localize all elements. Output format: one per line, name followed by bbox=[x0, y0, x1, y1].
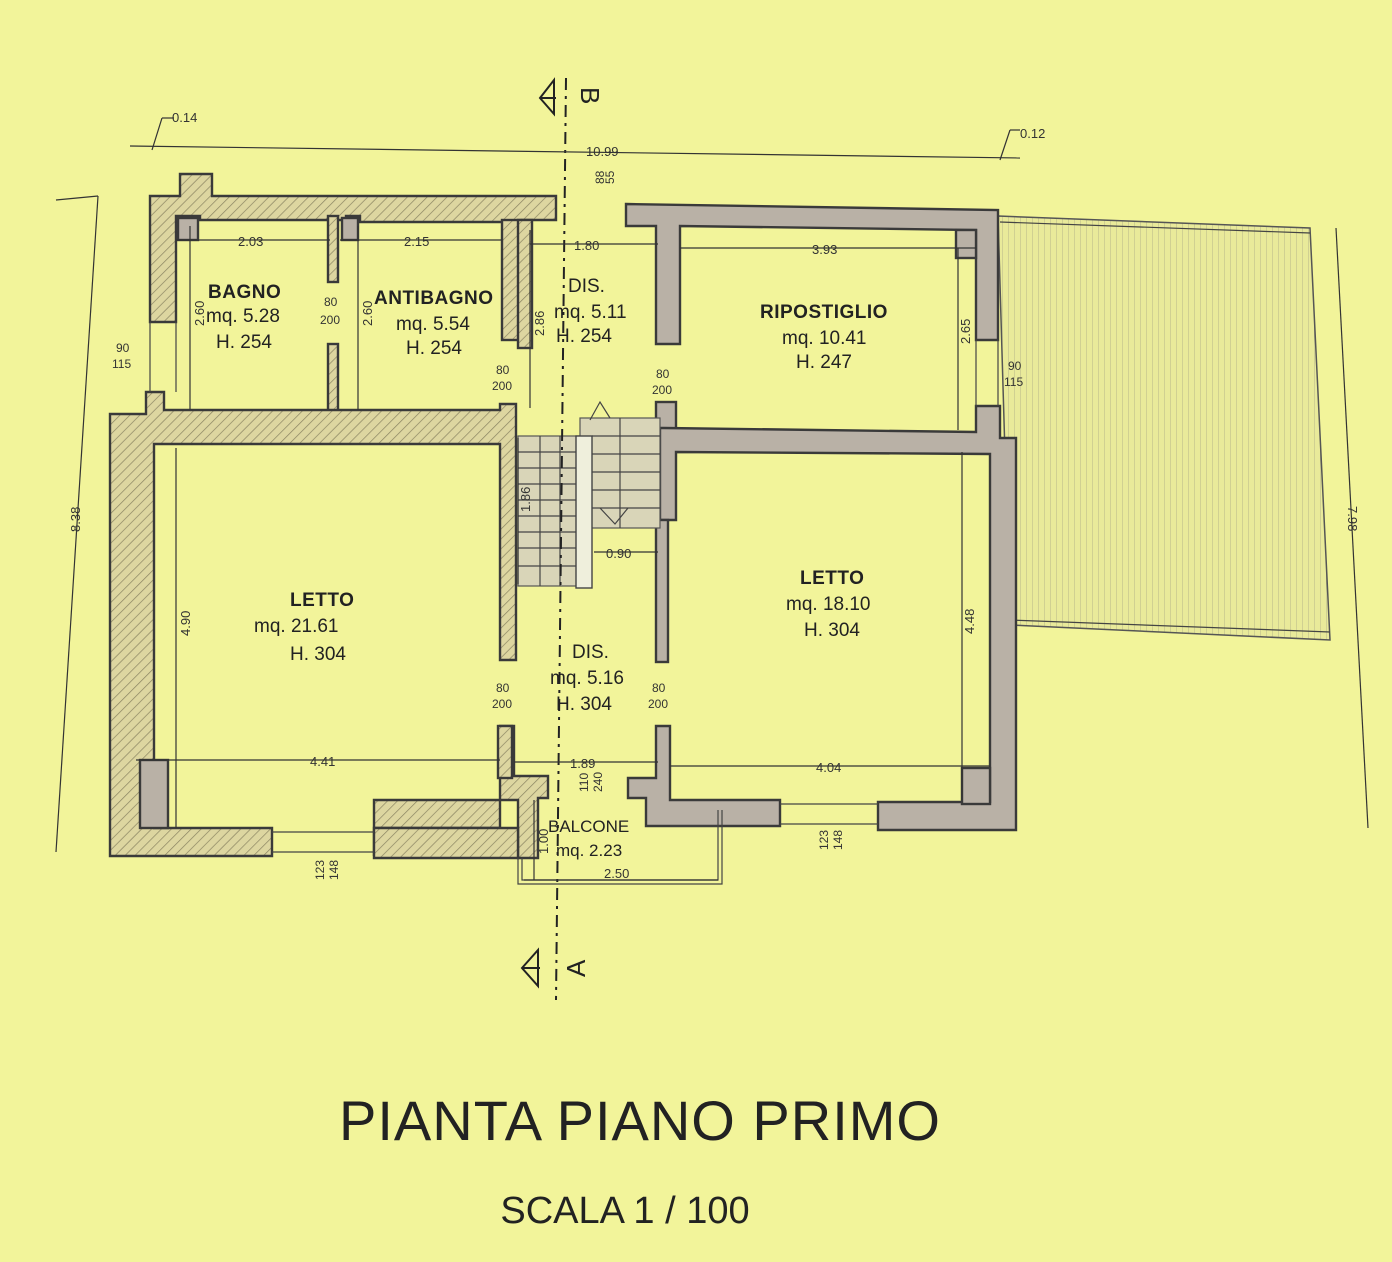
svg-text:123: 123 bbox=[313, 860, 327, 880]
dim-dis-top-h: 2.86 bbox=[532, 311, 547, 336]
room-height: H. 254 bbox=[216, 332, 272, 353]
svg-text:115: 115 bbox=[1004, 375, 1023, 389]
dim-top-n2: 55 bbox=[603, 170, 617, 184]
room-area: mq. 2.23 bbox=[556, 841, 622, 860]
svg-text:A: A bbox=[561, 959, 591, 977]
dim-dis-bottom-w: 1.89 bbox=[570, 756, 595, 771]
dim-letto-right-h: 4.48 bbox=[962, 609, 977, 634]
dim-stair-h: 1.86 bbox=[518, 487, 533, 512]
dim-letto-left-h: 4.90 bbox=[178, 611, 193, 636]
room-name: BALCONE bbox=[548, 817, 629, 836]
dim-offset-right: 0.12 bbox=[1020, 126, 1045, 141]
room-area: mq. 21.61 bbox=[254, 616, 339, 637]
room-ripostiglio: RIPOSTIGLIO mq. 10.41 H. 247 bbox=[760, 302, 888, 373]
room-name: ANTIBAGNO bbox=[374, 288, 494, 309]
dim-overall-height-left: 8.38 bbox=[68, 507, 83, 532]
overall-dims bbox=[55, 117, 1369, 853]
svg-text:90: 90 bbox=[116, 341, 130, 355]
svg-text:80: 80 bbox=[496, 363, 510, 377]
room-letto-right: LETTO mq. 18.10 H. 304 bbox=[786, 568, 871, 641]
svg-text:B: B bbox=[575, 87, 605, 104]
room-balcone: BALCONE mq. 2.23 bbox=[548, 817, 629, 860]
dim-ripostiglio-w: 3.93 bbox=[812, 242, 837, 257]
svg-text:148: 148 bbox=[831, 830, 845, 850]
terrace bbox=[997, 215, 1331, 641]
room-area: mq. 5.16 bbox=[550, 668, 624, 689]
plan-scale: SCALA 1 / 100 bbox=[500, 1190, 750, 1232]
dim-overall-height-right: 7.98 bbox=[1345, 506, 1360, 531]
svg-text:200: 200 bbox=[320, 313, 340, 327]
column-bagno bbox=[176, 216, 200, 242]
section-marker-b: B bbox=[538, 77, 605, 117]
dim-balcone-h: 1.00 bbox=[536, 829, 551, 854]
dim-balcone-w: 2.50 bbox=[604, 866, 629, 881]
room-height: H. 247 bbox=[796, 352, 852, 373]
dim-bagno-w: 2.03 bbox=[238, 234, 263, 249]
room-height: H. 304 bbox=[556, 694, 612, 715]
room-height: H. 304 bbox=[290, 644, 346, 665]
svg-text:80: 80 bbox=[324, 295, 338, 309]
svg-text:123: 123 bbox=[817, 830, 831, 850]
room-name: DIS. bbox=[568, 276, 605, 297]
svg-text:200: 200 bbox=[492, 379, 512, 393]
room-name: LETTO bbox=[290, 590, 354, 611]
staircase bbox=[517, 400, 661, 589]
opening-labels: 80 200 80 200 80 200 80 200 80 200 90 11… bbox=[112, 295, 1023, 880]
svg-text:200: 200 bbox=[648, 697, 668, 711]
dim-antibagno-w: 2.15 bbox=[404, 234, 429, 249]
dim-letto-left-w: 4.41 bbox=[310, 754, 335, 769]
dim-antibagno-h: 2.60 bbox=[360, 301, 375, 326]
room-bagno: BAGNO mq. 5.28 H. 254 bbox=[206, 282, 281, 353]
column-left bbox=[138, 758, 170, 830]
dim-letto-right-w: 4.04 bbox=[816, 760, 841, 775]
room-area: mq. 18.10 bbox=[786, 594, 871, 615]
svg-text:115: 115 bbox=[112, 357, 131, 371]
svg-text:110: 110 bbox=[577, 773, 591, 792]
room-dis-bottom: DIS. mq. 5.16 H. 304 bbox=[550, 642, 624, 715]
dim-overall-width: 10.99 bbox=[586, 144, 619, 159]
room-name: LETTO bbox=[800, 568, 864, 589]
window-lines bbox=[149, 322, 999, 853]
room-height: H. 254 bbox=[556, 326, 612, 347]
plan-title: PIANTA PIANO PRIMO bbox=[339, 1089, 941, 1152]
room-area: mq. 5.28 bbox=[206, 306, 280, 327]
dim-stair-w: 0.90 bbox=[606, 546, 631, 561]
section-axis bbox=[555, 77, 567, 1001]
dim-ripostiglio-h: 2.65 bbox=[958, 319, 973, 344]
section-marker-a: A bbox=[520, 947, 591, 989]
dim-offset-left: 0.14 bbox=[172, 110, 197, 125]
inner-dims bbox=[136, 226, 990, 881]
room-area: mq. 10.41 bbox=[782, 328, 867, 349]
column-antibagno bbox=[340, 216, 360, 242]
room-area: mq. 5.54 bbox=[396, 314, 470, 335]
room-name: DIS. bbox=[572, 642, 609, 663]
svg-text:80: 80 bbox=[652, 681, 666, 695]
room-antibagno: ANTIBAGNO mq. 5.54 H. 254 bbox=[374, 288, 494, 359]
room-name: BAGNO bbox=[208, 282, 281, 303]
room-name: RIPOSTIGLIO bbox=[760, 302, 888, 323]
room-height: H. 304 bbox=[804, 620, 860, 641]
svg-text:240: 240 bbox=[591, 772, 605, 792]
room-area: mq. 5.11 bbox=[554, 302, 627, 323]
dim-dis-top-w: 1.80 bbox=[574, 238, 599, 253]
svg-text:80: 80 bbox=[496, 681, 510, 695]
svg-text:200: 200 bbox=[492, 697, 512, 711]
svg-text:90: 90 bbox=[1008, 359, 1022, 373]
dim-top-n1: 88 bbox=[593, 170, 607, 184]
svg-text:148: 148 bbox=[327, 860, 341, 880]
svg-text:200: 200 bbox=[652, 383, 672, 397]
walls-right-block bbox=[624, 202, 1018, 832]
dim-bagno-h: 2.60 bbox=[192, 301, 207, 326]
room-height: H. 254 bbox=[406, 338, 462, 359]
room-letto-left: LETTO mq. 21.61 H. 304 bbox=[254, 590, 354, 665]
svg-text:80: 80 bbox=[656, 367, 670, 381]
room-dis-top: DIS. mq. 5.11 H. 254 bbox=[554, 276, 627, 347]
